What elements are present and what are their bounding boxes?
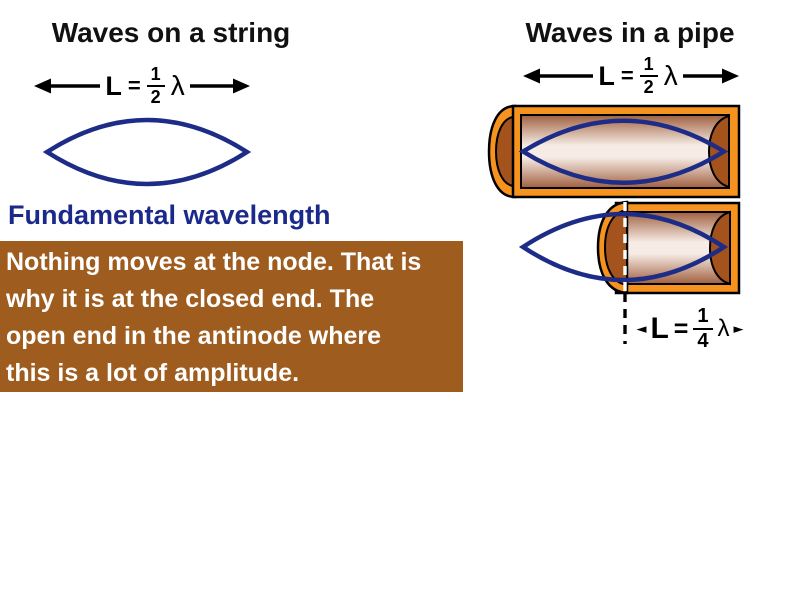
fraction-numerator: 1: [697, 305, 709, 327]
formula-equals: =: [127, 73, 141, 98]
pipe-bore: [520, 114, 730, 189]
fraction-one-half: 1 2: [146, 64, 165, 108]
formula-equals: =: [620, 63, 634, 88]
fraction-denominator: 2: [146, 85, 165, 108]
pipe-far-end-interior: [707, 114, 730, 189]
formula-variable: L: [598, 60, 615, 91]
note-line: this is a lot of amplitude.: [6, 359, 300, 387]
note-line: open end in the antinode where: [6, 322, 382, 350]
lambda-symbol: λ: [170, 70, 185, 101]
small-left-arrow-icon: ◄: [636, 321, 647, 337]
formula-variable: L: [650, 312, 669, 345]
formula-equals: =: [673, 314, 689, 343]
formula-quarter-wavelength-pipe: ◄ L = 1 4 λ ►: [620, 300, 760, 358]
fraction-one-half: 1 2: [639, 54, 658, 98]
right-arrow-icon: [682, 68, 739, 84]
fraction-denominator: 2: [639, 75, 658, 98]
fraction-numerator: 1: [643, 54, 654, 75]
formula-half-wavelength-string: L = 1 2 λ: [26, 58, 258, 114]
formula-half-wavelength-pipe: L = 1 2 λ: [508, 48, 754, 104]
fraction-one-quarter: 1 4: [693, 305, 713, 353]
pipe-standing-wave-lens: [518, 211, 729, 283]
pipe-half-wavelength: [487, 104, 741, 199]
pipe-left-cap-interior: [494, 115, 514, 188]
fraction-numerator: 1: [150, 64, 161, 85]
lambda-symbol: λ: [663, 60, 678, 91]
note-box: Nothing moves at the node. That is why i…: [0, 241, 463, 392]
right-arrow-icon: [189, 78, 250, 94]
caption-fundamental-wavelength: Fundamental wavelength: [8, 200, 331, 230]
note-line: why it is at the closed end. The: [6, 285, 375, 313]
pipe-quarter-wavelength: [518, 200, 741, 344]
pipe-standing-wave-lens: [518, 118, 729, 185]
formula-variable: L: [105, 70, 122, 101]
title-waves-in-pipe: Waves in a pipe: [525, 17, 735, 48]
string-standing-wave-lens: [42, 117, 252, 187]
title-waves-on-string: Waves on a string: [51, 17, 291, 48]
small-right-arrow-icon: ►: [733, 321, 744, 337]
note-line: Nothing moves at the node. That is: [6, 248, 422, 276]
left-arrow-icon: [523, 68, 594, 84]
left-arrow-icon: [34, 78, 101, 94]
lambda-symbol: λ: [717, 315, 730, 342]
fraction-denominator: 4: [693, 328, 713, 353]
